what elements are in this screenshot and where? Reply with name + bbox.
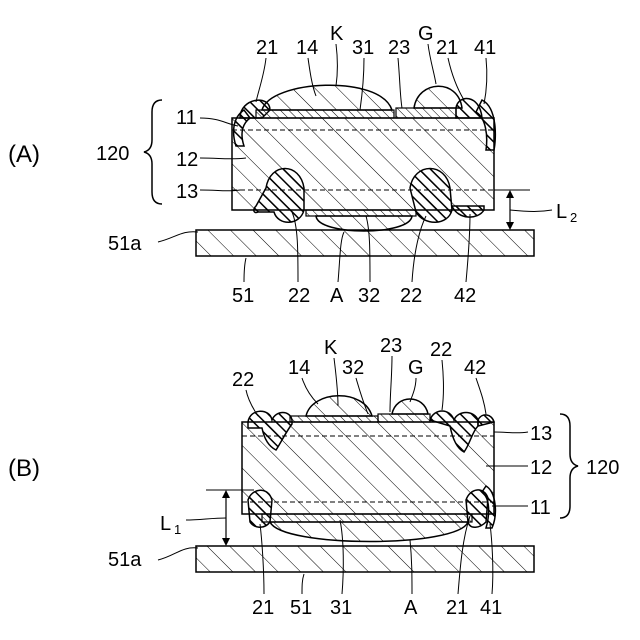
label-13-b: 13 [530,423,552,445]
brace-120-b [560,414,578,518]
label-22-right-a: 22 [400,285,422,307]
label-11-b: 11 [530,497,551,519]
electrode-31-a [256,110,394,118]
substrate-51-a [196,230,534,256]
leader-51a-b [158,548,198,560]
panel-label-a: (A) [8,141,40,168]
label-21-bottom-right-b: 21 [446,597,468,619]
insulator-21-left-b [248,490,272,527]
leader-13-b [494,432,528,433]
label-l1: L [160,513,171,535]
label-31-a: 31 [352,37,374,59]
solder-g-a [414,86,462,108]
label-12-a: 12 [176,149,198,171]
label-23-a: 23 [388,37,410,59]
label-42-a: 42 [454,285,476,307]
label-32-a: 32 [358,285,380,307]
electrode-23-b [378,414,430,422]
label-14-a: 14 [296,37,318,59]
label-32-b: 32 [342,357,364,379]
label-41-b: 41 [480,597,502,619]
label-21-bottom-left-b: 21 [252,597,274,619]
solder-14-a [262,85,392,110]
electrode-32-a [306,210,416,216]
panel-label-b: (B) [8,455,40,482]
label-k-b: K [324,337,338,359]
label-51-b: 51 [290,597,312,619]
label-anode-b: A [404,597,418,619]
label-l1-sub: 1 [174,522,181,537]
leader-51a-a [158,232,198,242]
label-13-a: 13 [176,181,198,203]
label-14-b: 14 [288,357,310,379]
label-g-b: G [408,357,424,379]
label-g-a: G [418,23,434,45]
label-k-a: K [330,23,344,45]
electrode-31-b [262,514,472,522]
label-31-b: 31 [330,597,352,619]
brace-120-a [144,100,162,204]
label-21-top-left-a: 21 [256,37,278,59]
label-42-b: 42 [464,357,486,379]
bottom-labels-a: 51 22 A 32 22 42 [232,285,476,307]
label-22-top-left-b: 22 [232,369,254,391]
electrode-32-b [290,416,378,422]
leader-12-a [200,158,246,159]
insulator-42-a [452,206,484,217]
panel-b: (B) L 1 [8,335,619,619]
label-l2-sub: 2 [570,210,577,225]
label-51a-a: 51a [108,233,142,255]
label-41-a: 41 [474,37,496,59]
top-labels-a: 21 14 K 31 23 G 21 41 [256,23,496,59]
leader-l2 [510,210,552,212]
label-22-top-right-b: 22 [430,339,452,361]
label-51-a: 51 [232,285,254,307]
electrode-23-a [396,108,456,118]
label-11-a: 11 [176,107,197,129]
top-labels-b: 22 14 K 32 23 G 22 42 [232,335,486,391]
label-anode-a: A [330,285,344,307]
group-label-120-a: 120 [96,143,129,165]
label-23-b: 23 [380,335,402,357]
group-label-120-b: 120 [586,457,619,479]
bottom-labels-b: 21 51 31 A 21 41 [252,597,502,619]
label-22-left-a: 22 [288,285,310,307]
leader-l1 [186,518,226,520]
label-21-top-right-a: 21 [436,37,458,59]
label-l2: L [556,201,567,223]
label-51a-b: 51a [108,549,142,571]
leader-13-a [200,190,240,191]
solder-a-b [270,522,468,542]
label-12-b: 12 [530,457,552,479]
substrate-51-b [196,546,534,572]
solder-a-a [316,216,412,231]
panel-a: (A) 120 [8,23,577,307]
